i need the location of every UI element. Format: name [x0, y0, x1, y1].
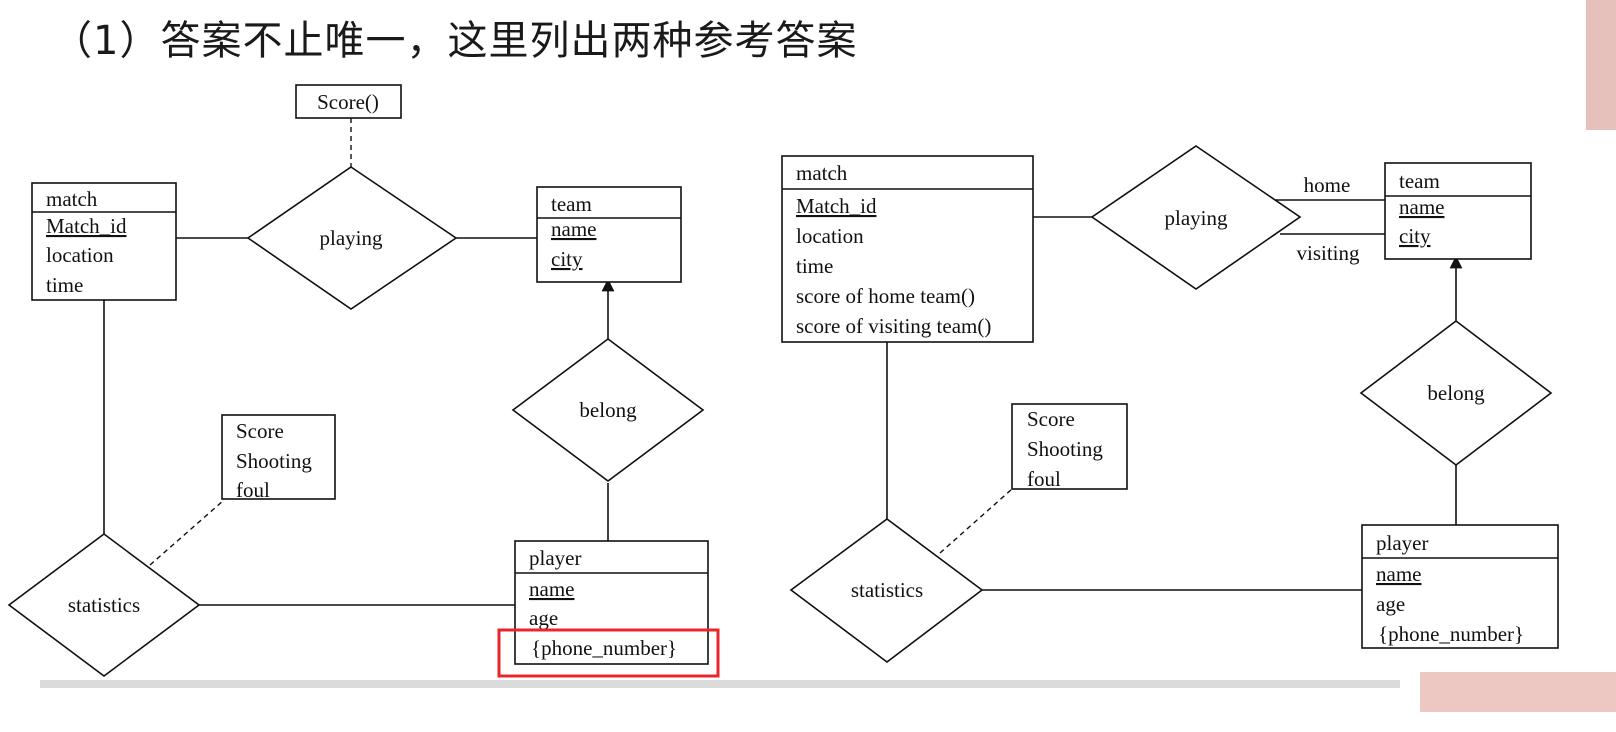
right-playing-relationship — [1090, 145, 1302, 290]
right-diagram: match Match_id location time score of ho… — [781, 145, 1559, 664]
right-player-attr-name: name — [1376, 562, 1421, 586]
left-match-attr-time: time — [46, 273, 83, 297]
right-team-header: team — [1399, 169, 1440, 193]
right-match-attr-home-score: score of home team() — [796, 284, 975, 308]
right-match-attr-location: location — [796, 224, 864, 248]
right-match-attr-id: Match_id — [796, 194, 877, 218]
right-statistics-relationship — [789, 518, 984, 664]
right-player-header: player — [1376, 531, 1428, 555]
left-stats-attr-foul: foul — [236, 478, 270, 502]
right-belong-label: belong — [1427, 381, 1485, 405]
right-match-attr-visiting-score: score of visiting team() — [796, 314, 991, 338]
right-playing-label: playing — [1165, 206, 1228, 230]
right-stats-attr-foul: foul — [1027, 467, 1061, 491]
left-score-func-box — [295, 84, 402, 119]
right-match-header: match — [796, 161, 848, 185]
right-match-entity — [781, 155, 1034, 343]
left-player-attr-name: name — [529, 577, 574, 601]
left-match-entity — [31, 182, 177, 301]
right-statistics-label: statistics — [851, 578, 923, 602]
left-player-attr-phone: {phone_number} — [531, 636, 677, 660]
right-stats-attr-score: Score — [1027, 407, 1075, 431]
right-stats-attr-shooting: Shooting — [1027, 437, 1103, 461]
left-stats-attr-shooting: Shooting — [236, 449, 312, 473]
right-stats-attrs-box — [1011, 403, 1128, 490]
left-team-entity — [536, 186, 682, 283]
edge-decoration-top — [1586, 0, 1616, 130]
image-shadow — [40, 680, 1400, 688]
right-player-attr-phone: {phone_number} — [1378, 622, 1524, 646]
right-stats-dashed-link — [939, 488, 1013, 554]
right-belong-relationship — [1359, 319, 1553, 467]
left-player-header: player — [529, 546, 581, 570]
right-team-attr-name: name — [1399, 195, 1444, 219]
right-visiting-label: visiting — [1296, 241, 1360, 265]
highlight-box — [497, 628, 720, 678]
left-statistics-label: statistics — [68, 593, 140, 617]
left-match-attr-id: Match_id — [46, 214, 127, 238]
right-player-attr-age: age — [1376, 592, 1405, 616]
left-diagram: Score() match Match_id location time pla… — [7, 84, 720, 678]
left-stats-attr-score: Score — [236, 419, 284, 443]
left-team-attr-name: name — [551, 217, 596, 241]
right-player-entity — [1361, 524, 1559, 649]
left-player-entity — [514, 540, 709, 665]
left-belong-label: belong — [579, 398, 637, 422]
left-team-attr-city: city — [551, 247, 583, 271]
edge-decoration-bottom — [1420, 672, 1616, 712]
left-match-header: match — [46, 187, 98, 211]
left-player-attr-age: age — [529, 606, 558, 630]
right-team-entity — [1384, 162, 1532, 260]
left-playing-relationship — [246, 166, 458, 310]
left-statistics-relationship — [7, 533, 201, 677]
left-playing-label: playing — [320, 226, 383, 250]
left-match-attr-location: location — [46, 243, 114, 267]
right-team-attr-city: city — [1399, 224, 1431, 248]
right-home-label: home — [1304, 173, 1351, 197]
left-score-func-label: Score() — [317, 90, 379, 114]
left-belong-relationship — [511, 338, 705, 482]
right-match-attr-time: time — [796, 254, 833, 278]
left-stats-dashed-link — [149, 499, 225, 566]
page-title: （1）答案不止唯一，这里列出两种参考答案 — [52, 18, 858, 64]
left-stats-attrs-box — [221, 414, 336, 500]
left-team-header: team — [551, 192, 592, 216]
